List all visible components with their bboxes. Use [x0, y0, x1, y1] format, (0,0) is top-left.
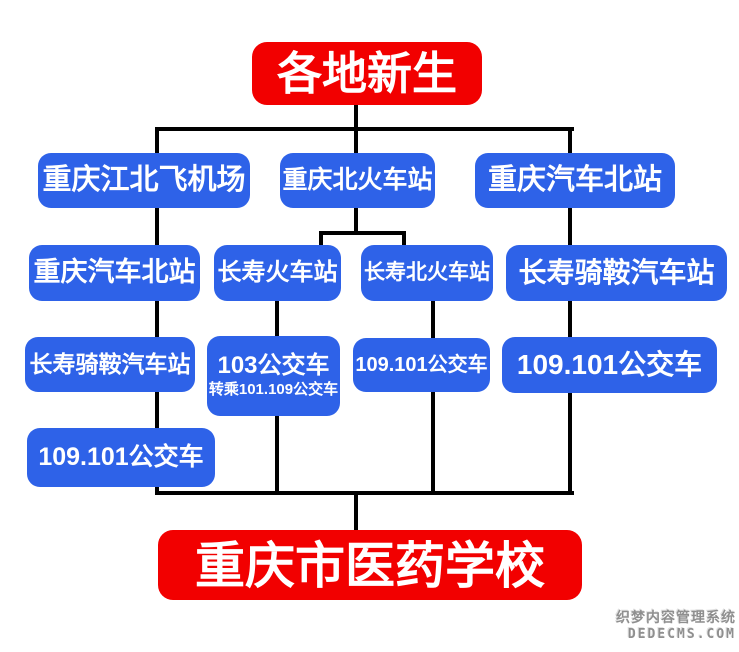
- watermark-text-en: DEDECMS.COM: [627, 627, 736, 642]
- node-changshou-north-railway: 长寿北火车站: [361, 245, 493, 301]
- node-label: 重庆汽车北站: [487, 163, 662, 196]
- node-changshou-qian-bus-2: 长寿骑鞍汽车站: [25, 337, 195, 392]
- node-chongqing-north-bus-2: 重庆汽车北站: [29, 245, 200, 301]
- node-chongqing-medical-school: 重庆市医药学校: [158, 530, 582, 600]
- dedecms-watermark: 织梦内容管理系统 DEDECMS.COM: [616, 607, 736, 642]
- connector-split-horizontal: [319, 231, 406, 235]
- node-bus-109-101-b: 109.101公交车: [502, 337, 717, 393]
- connector-top-horizontal: [155, 127, 574, 131]
- node-label: 各地新生: [276, 46, 457, 100]
- node-label: 长寿骑鞍汽车站: [518, 256, 715, 288]
- connector-left-column: [155, 127, 159, 495]
- connector-bottom-horizontal: [155, 491, 574, 495]
- node-label: 109.101公交车: [38, 442, 204, 471]
- node-changshou-qian-bus: 长寿骑鞍汽车站: [506, 245, 727, 301]
- node-label: 长寿骑鞍汽车站: [29, 350, 191, 377]
- connector-right-column: [568, 127, 572, 495]
- node-new-students: 各地新生: [252, 42, 482, 105]
- node-bus-103-transfer: 103公交车 转乘101.109公交车: [207, 336, 340, 416]
- node-label: 长寿北火车站: [364, 261, 490, 285]
- node-bus-109-101-c: 109.101公交车: [27, 428, 215, 487]
- node-label: 重庆北火车站: [282, 165, 433, 194]
- node-jiangbei-airport: 重庆江北飞机场: [38, 153, 250, 208]
- node-label: 109.101公交车: [516, 348, 703, 380]
- node-changshou-railway: 长寿火车站: [214, 245, 341, 301]
- node-label: 重庆市医药学校: [195, 535, 545, 595]
- node-label: 长寿火车站: [217, 258, 338, 286]
- node-label: 109.101公交车: [355, 354, 488, 376]
- node-bus-109-101-a: 109.101公交车: [353, 338, 490, 392]
- node-label: 重庆汽车北站: [33, 257, 196, 288]
- connector-split-left-drop: [319, 231, 323, 249]
- connector-split-right-drop: [402, 231, 406, 249]
- node-chongqing-north-railway: 重庆北火车站: [280, 153, 435, 208]
- node-chongqing-north-bus: 重庆汽车北站: [475, 153, 675, 208]
- watermark-text-cn: 织梦内容管理系统: [616, 609, 736, 625]
- node-label: 103公交车: [217, 352, 330, 380]
- node-sublabel: 转乘101.109公交车: [208, 381, 339, 399]
- node-label: 重庆江北飞机场: [42, 163, 246, 196]
- connector-bottom-stub: [354, 491, 358, 532]
